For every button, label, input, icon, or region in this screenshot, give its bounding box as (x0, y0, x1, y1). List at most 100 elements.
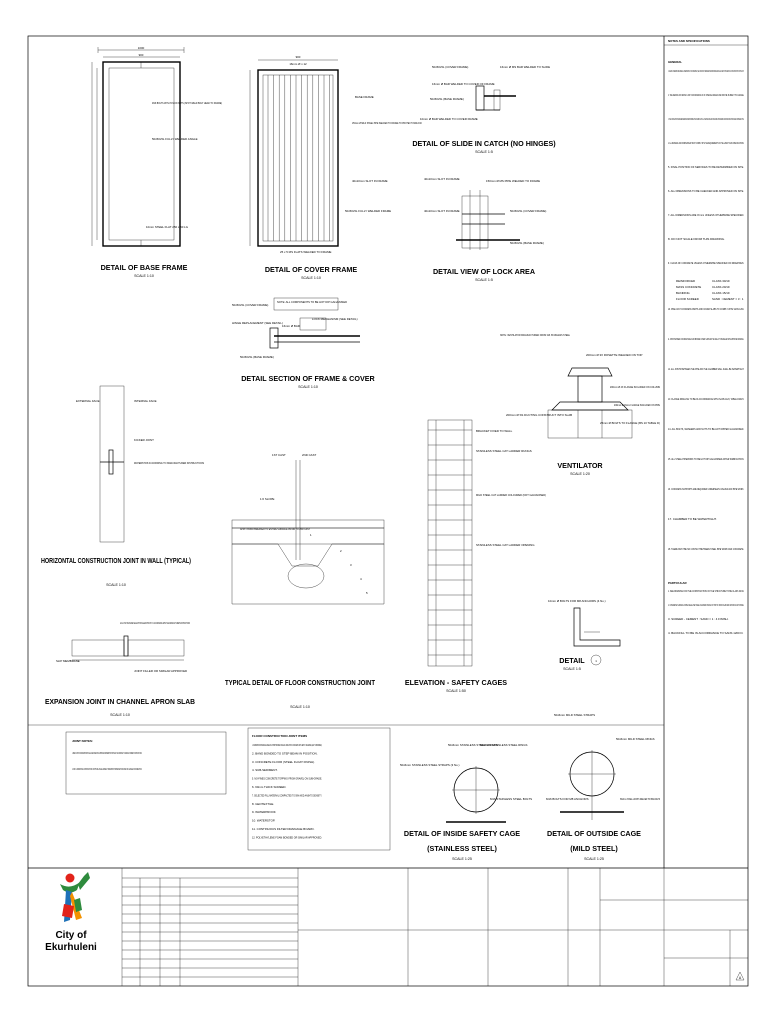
notes-title: NOTES AND SPECIFICATIONS (668, 39, 710, 43)
floor-item: 10. WATERSTOP. (252, 819, 275, 823)
floor-joint-scale: SCALE 1:10 (290, 705, 310, 709)
base-frame-label-2: 900 (139, 53, 144, 57)
safety-cages-scale: SCALE 1:50 (446, 689, 466, 693)
base-frame-label-1: 1000 (138, 46, 145, 50)
frame-cover-section-scale: SCALE 1:10 (298, 385, 318, 389)
outside-cage-label-2: M16 BOLTS FOR M8 ANCHORS (546, 797, 589, 801)
detail-1-title: DETAIL (559, 656, 585, 665)
lock-area-label-2: 150mm Ø MS PIPE WELDED TO FRAME (486, 179, 540, 183)
lock-area-title: DETAIL VIEW OF LOCK AREA (433, 267, 535, 276)
note-line: 14. ALL BOLTS, WASHERS AND NUTS TO BE HO… (668, 427, 744, 431)
floor-joint-label-2: 2ND CAST (302, 453, 317, 457)
note-line: 7. ALL DIMENSIONS ARE IN mm UNLESS OTHER… (668, 213, 744, 217)
floor-items-title: FLOOR CONSTRUCTION JOINT ITEMS (252, 734, 307, 738)
inside-cage-label-3: M16 STAINLESS STEEL BOLTS (490, 797, 532, 801)
base-frame-label-5: 10mm STEEL FLAT 250 x 50 LG (146, 225, 189, 229)
lock-area-label-3: 40x10mm SLOT IN FRAME (424, 209, 460, 213)
note-line: 1. UNLESS OTHERWISE SPECIFIED ALL DIMENS… (668, 69, 744, 73)
note-line: 4. ALL MATERIAL AND WORKMANSHIP MUST COM… (668, 141, 744, 145)
outside-cage-scale: SCALE 1:25 (584, 857, 604, 861)
horizontal-joint-label-2: INTERNAL FACE (134, 399, 157, 403)
cover-frame-scale: SCALE 1:10 (301, 276, 321, 280)
note-line: 13. FLANGE DRILLING TO BE IN ACCORDANCE … (668, 397, 744, 401)
cover-frame-title: DETAIL OF COVER FRAME (265, 265, 358, 274)
slide-catch-label-4: 10mm Ø BAR WELDED TO COVER FRAME (420, 117, 478, 121)
detail-1-number: 1 (595, 659, 597, 663)
safety-cages-label-4: STAINLESS STEEL CAT LADDER OPENING (476, 543, 535, 547)
ventilator-label-4: 200mm Ø 16mm FLANGE INCLUDED ON PIPE (614, 403, 660, 407)
frame-cover-label-6: 50x50x5L (BASE FRAME) (240, 355, 274, 359)
slide-catch-label-2: 16mm Ø MS BAR WELDED TO SLIDE (500, 65, 550, 69)
note-line: 11. JOINTS BETWEEN CONCRETE PANELS AND B… (668, 337, 744, 341)
note-line: 5. FINAL POSITION OF SERVICES TO BE DETE… (668, 165, 744, 169)
org-name-line1: City of (55, 930, 87, 941)
floor-item: 5. NO-FINES CONCRETE TOPPING FROM GRAVEL… (252, 777, 322, 781)
cover-frame-label-6: 50x50x5L FULLY WELDED FRAME (345, 209, 391, 213)
slide-catch-scale: SCALE 1:5 (475, 150, 493, 154)
expansion-joint-title: EXPANSION JOINT IN CHANNEL APRON SLAB (45, 697, 195, 706)
concrete-class-value: CLASS 30/19 (712, 279, 730, 283)
joint-notes-title: JOINT NOTES: (72, 739, 93, 743)
cover-frame-label-1: 900 (296, 55, 301, 59)
detail-1-label-1: 10mm Ø BOLTS FOR M8 ANCHORS (4 No.) (548, 599, 606, 603)
inside-cage-subtitle: (STAINLESS STEEL) (427, 844, 497, 853)
floor-joint-label-4: APPLY BOND BREAKER TO ENTIRE SURFACE PRI… (240, 527, 310, 531)
ventilator-label-1: NOTE: VENTILATOR MANUFACTURED FROM 316 S… (500, 333, 570, 337)
horizontal-joint-label-3: KICKER JOINT (134, 438, 154, 442)
note-line: 1. SEE DRAWING FOR THE CONSTRUCTION OF T… (668, 589, 744, 593)
floor-joint-detail: 1ST CAST 2ND CAST 1:6 SLOPE APPLY BOND B… (225, 453, 385, 709)
cover-frame-label-5: 40x10mm SLOT IN FRAME (352, 179, 388, 183)
ventilator-label-3: 200mm Ø 4X FLANGE INCLUDED ON COLUMN (610, 385, 660, 389)
frame-cover-section-detail: NOTE: ALL COMPONENTS TO BE HOT DIP GALVA… (232, 297, 376, 389)
floor-joint-label-1: 1ST CAST (272, 453, 286, 457)
floor-joint-callout-2: 2 (340, 549, 342, 553)
floor-joint-callout-5: 5 (366, 591, 368, 595)
outside-cage-detail: 50x6mm MILD STEEL STRAPS M16 BOLTS FOR M… (546, 713, 660, 861)
inside-cage-title: DETAIL OF INSIDE SAFETY CAGE (404, 829, 520, 838)
floor-item: 12. POLYETHYLENE FOAM BONDED OR SIMILAR … (252, 835, 322, 839)
note-line: 3. SCREED - CEMENT : SAND = 1 : 4 FINISH… (668, 617, 729, 621)
expansion-joint-scale: SCALE 1:10 (110, 713, 130, 717)
note-line: 8. DO NOT SCALE FROM THIS DRAWING. (668, 237, 725, 241)
expansion-joint-label-2: SLIP MEMBRANE (56, 659, 80, 663)
base-frame-label-4: 50x50x5L FULLY WELDED ANGLE (152, 137, 198, 141)
slide-catch-label-3: 50x50x5L (BASE FRAME) (430, 97, 464, 101)
lock-area-label-1: 40x10mm SLOT IN FRAME (424, 177, 460, 181)
lock-area-label-4: 50x50x5L (COVER FRAME) (510, 209, 546, 213)
cover-frame-detail: 900 16mm Ø x 12 BASE FRAME 150mm Ø MILD … (249, 55, 422, 280)
note-line: 12. ALL JOINTS BETWEEN THE PIPE AND THE … (668, 367, 744, 371)
note-line: 2. CONCRETE SURFACE FINISH SHALL BE STEE… (668, 603, 744, 607)
floor-joint-callout-3: 3 (350, 563, 352, 567)
safety-cages-label-3: MILD STEEL CAT LADDER COLOURED (NOT GALV… (476, 493, 546, 497)
ventilator-title: VENTILATOR (557, 461, 603, 470)
cover-frame-label-4: 150mm Ø MILD STEEL PIPE WELDED TO FRAME … (352, 121, 422, 125)
concrete-class-name: BLINDING (676, 291, 690, 295)
horizontal-joint-scale: SCALE 1:10 (106, 583, 126, 587)
revision-triangle (735, 971, 745, 981)
city-of-ekurhuleni-logo: City of Ekurhuleni (45, 872, 97, 953)
note-line: 15. ALL STEEL PIPEWORK TO BE HOT DIP GAL… (668, 457, 744, 461)
cover-frame-label-3: BASE FRAME (355, 95, 374, 99)
slide-catch-title: DETAIL OF SLIDE IN CATCH (NO HINGES) (412, 139, 556, 148)
horizontal-joint-title-line1: HORIZONTAL CONSTRUCTION JOINT IN WALL (T… (41, 556, 191, 565)
inside-cage-detail: 50x6mm STAINLESS STEEL STRAPS 50x6mm STA… (400, 743, 532, 861)
expansion-joint-detail: 12mm POLYSULPHIDE SEALANT INSTALLED STRI… (45, 621, 195, 717)
note-line: 2. THE DESIGN OF DETAILS ON THIS DRAWING… (668, 93, 744, 97)
slide-catch-label-5: 16mm Ø BAR WELDED TO COVER OF FRAME (432, 82, 495, 86)
lock-area-scale: SCALE 1:5 (475, 278, 493, 282)
note-line: 4. BACKFILL TO BE IN ACCORDANCE TO SANS … (668, 631, 744, 635)
notes-column: NOTES AND SPECIFICATIONS GENERAL 1. UNLE… (664, 39, 748, 635)
frame-cover-section-title: DETAIL SECTION OF FRAME & COVER (241, 374, 375, 383)
ventilator-label-2: 200mm Ø 3X ROSETTE WELDED ON TOP (586, 353, 643, 357)
floor-item: 2. BAND BONDED TO STEP BEAM IN POSITION. (252, 751, 318, 755)
note-line: 10. PRE-CAST CONCRETE PARTS AND COVER SL… (668, 307, 744, 311)
frame-cover-label-5: 16mm Ø BAR (282, 324, 300, 328)
title-block: City of Ekurhuleni A (45, 868, 748, 986)
base-frame-label-3: M16 BOLTS WITH NYLON NUTS (SPOT WELD BOL… (152, 101, 222, 105)
note-line: 18. THERE MUST BE NO CONTACT BETWEEN STE… (668, 547, 744, 551)
note-line: PARTICULAR (668, 581, 687, 585)
revision-mark: A (739, 976, 742, 980)
cover-frame-label-7: 25 x 5 MS FLATS WELDED TO FRAME (280, 250, 331, 254)
floor-item: 7. SELECTED FILL MATERIAL COMPACTED TO 9… (252, 793, 322, 797)
outside-cage-label-3: 50x6mm MILD STEEL RINGS (616, 737, 655, 741)
